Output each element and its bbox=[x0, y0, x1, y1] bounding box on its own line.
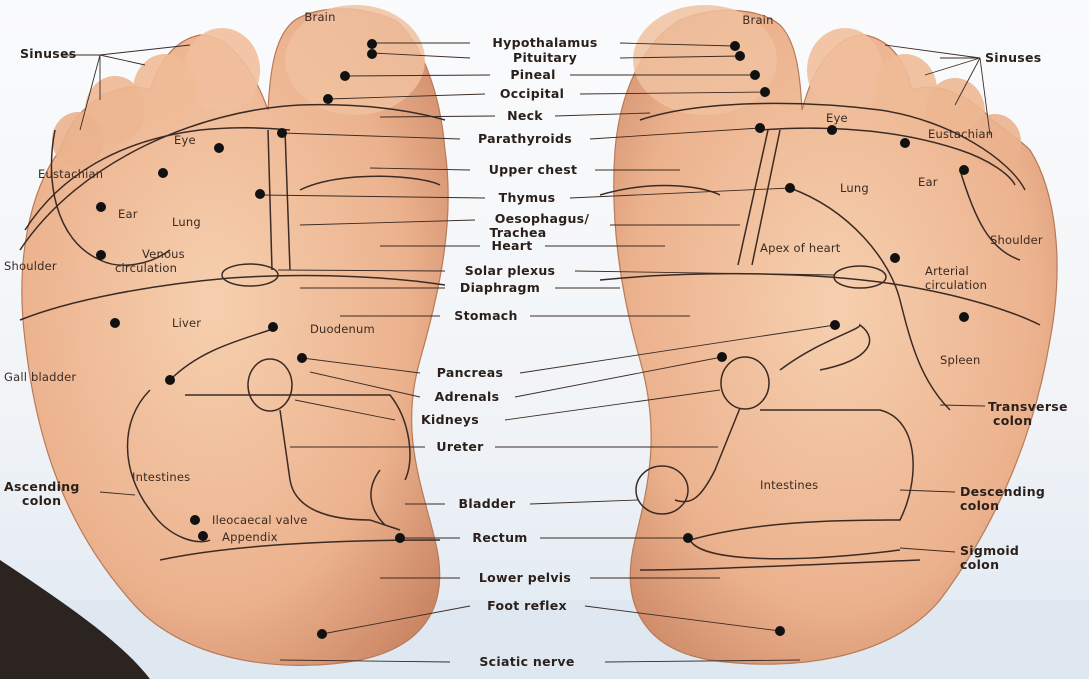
dot-duodenum-left bbox=[268, 322, 278, 332]
dot-thymus-right bbox=[785, 183, 795, 193]
right-label-arterial-1: Arterial bbox=[925, 264, 969, 278]
dot-eye-right bbox=[827, 125, 837, 135]
label-kidneys: Kidneys bbox=[421, 412, 479, 427]
right-label-sigmoid-1: Sigmoid bbox=[960, 543, 1019, 558]
dot-pineal-right bbox=[750, 70, 760, 80]
label-pancreas: Pancreas bbox=[437, 365, 504, 380]
dot-spleen-right bbox=[959, 312, 969, 322]
left-label-duodenum: Duodenum bbox=[310, 322, 375, 336]
dot-pineal-left bbox=[340, 71, 350, 81]
dot-eustachian-right bbox=[900, 138, 910, 148]
right-label-shoulder: Shoulder bbox=[990, 233, 1043, 247]
left-label-ear: Ear bbox=[118, 207, 138, 221]
dot-ear-right bbox=[959, 165, 969, 175]
label-foot-reflex: Foot reflex bbox=[487, 598, 567, 613]
dot-occipital-right bbox=[760, 87, 770, 97]
label-lower-pelvis: Lower pelvis bbox=[479, 570, 571, 585]
dot-gallbladder-left bbox=[165, 375, 175, 385]
left-label-ascending-2: colon bbox=[22, 493, 61, 508]
left-label-liver: Liver bbox=[172, 316, 201, 330]
dot-occipital-left bbox=[323, 94, 333, 104]
right-label-sigmoid-2: colon bbox=[960, 557, 999, 572]
label-bladder: Bladder bbox=[459, 496, 516, 511]
right-label-transverse-1: Transverse bbox=[988, 399, 1068, 414]
left-label-eye: Eye bbox=[174, 133, 196, 147]
label-diaphragm: Diaphragm bbox=[460, 280, 540, 295]
right-label-eustachian: Eustachian bbox=[928, 127, 993, 141]
left-toe-5 bbox=[52, 112, 104, 168]
label-thymus: Thymus bbox=[499, 190, 556, 205]
dot-appendix-left bbox=[198, 531, 208, 541]
dot-adrenal-right bbox=[717, 352, 727, 362]
dot-hypothalamus-right bbox=[730, 41, 740, 51]
right-label-arterial-2: circulation bbox=[925, 278, 987, 292]
dot-eustachian-left bbox=[158, 168, 168, 178]
dot-apex-right bbox=[890, 253, 900, 263]
dot-thymus-left bbox=[255, 189, 265, 199]
dot-pituitary-right bbox=[735, 51, 745, 61]
left-label-sinuses: Sinuses bbox=[20, 46, 77, 61]
right-label-apex: Apex of heart bbox=[760, 241, 841, 255]
center-labels: Hypothalamus Pituitary Pineal Occipital … bbox=[421, 35, 598, 669]
left-label-brain: Brain bbox=[304, 10, 335, 24]
dot-pancreas-left bbox=[297, 353, 307, 363]
right-label-ear: Ear bbox=[918, 175, 938, 189]
label-rectum: Rectum bbox=[472, 530, 527, 545]
label-ureter: Ureter bbox=[436, 439, 484, 454]
dot-parathyroid-left bbox=[277, 128, 287, 138]
right-label-eye: Eye bbox=[826, 111, 848, 125]
dot-ear-left bbox=[96, 202, 106, 212]
dot-rectum-left bbox=[395, 533, 405, 543]
right-toe-5 bbox=[969, 114, 1021, 170]
label-pineal: Pineal bbox=[510, 67, 555, 82]
label-hypothalamus: Hypothalamus bbox=[492, 35, 597, 50]
right-label-sinuses: Sinuses bbox=[985, 50, 1042, 65]
label-upper-chest: Upper chest bbox=[489, 162, 578, 177]
dot-parathyroid-right bbox=[755, 123, 765, 133]
label-solar-plexus: Solar plexus bbox=[465, 263, 556, 278]
left-label-eustachian: Eustachian bbox=[38, 167, 103, 181]
left-label-ileocaecal: Ileocaecal valve bbox=[212, 513, 308, 527]
label-sciatic-nerve: Sciatic nerve bbox=[479, 654, 574, 669]
label-parathyroids: Parathyroids bbox=[478, 131, 572, 146]
left-label-gall-bladder: Gall bladder bbox=[4, 370, 76, 384]
dot-shoulder-left bbox=[96, 250, 106, 260]
dot-rectum-right bbox=[683, 533, 693, 543]
right-toe-2 bbox=[807, 28, 883, 112]
right-label-descending-2: colon bbox=[960, 498, 999, 513]
label-occipital: Occipital bbox=[500, 86, 564, 101]
label-adrenals: Adrenals bbox=[435, 389, 500, 404]
dot-foot-reflex-right bbox=[775, 626, 785, 636]
dot-eye-left bbox=[214, 143, 224, 153]
dot-liver-left bbox=[110, 318, 120, 328]
dot-pancreas-right bbox=[830, 320, 840, 330]
dot-ileocaecal-left bbox=[190, 515, 200, 525]
label-neck: Neck bbox=[507, 108, 543, 123]
label-oesophagus: Oesophagus/ bbox=[495, 211, 590, 226]
label-stomach: Stomach bbox=[454, 308, 517, 323]
label-pituitary: Pituitary bbox=[513, 50, 577, 65]
label-heart: Heart bbox=[491, 238, 532, 253]
right-label-intestines: Intestines bbox=[760, 478, 818, 492]
left-foot bbox=[22, 5, 448, 665]
right-label-lung: Lung bbox=[840, 181, 869, 195]
dot-pituitary-left bbox=[367, 49, 377, 59]
right-label-descending-1: Descending bbox=[960, 484, 1045, 499]
right-label-transverse-2: colon bbox=[993, 413, 1032, 428]
dot-hypothalamus-left bbox=[367, 39, 377, 49]
left-label-venous-2: circulation bbox=[115, 261, 177, 275]
right-label-brain: Brain bbox=[742, 13, 773, 27]
left-label-appendix: Appendix bbox=[222, 530, 278, 544]
left-label-intestines: Intestines bbox=[132, 470, 190, 484]
left-label-lung: Lung bbox=[172, 215, 201, 229]
left-label-shoulder: Shoulder bbox=[4, 259, 57, 273]
left-label-venous-1: Venous bbox=[142, 247, 185, 261]
dot-foot-reflex-left bbox=[317, 629, 327, 639]
right-label-spleen: Spleen bbox=[940, 353, 980, 367]
left-label-ascending-1: Ascending bbox=[4, 479, 80, 494]
